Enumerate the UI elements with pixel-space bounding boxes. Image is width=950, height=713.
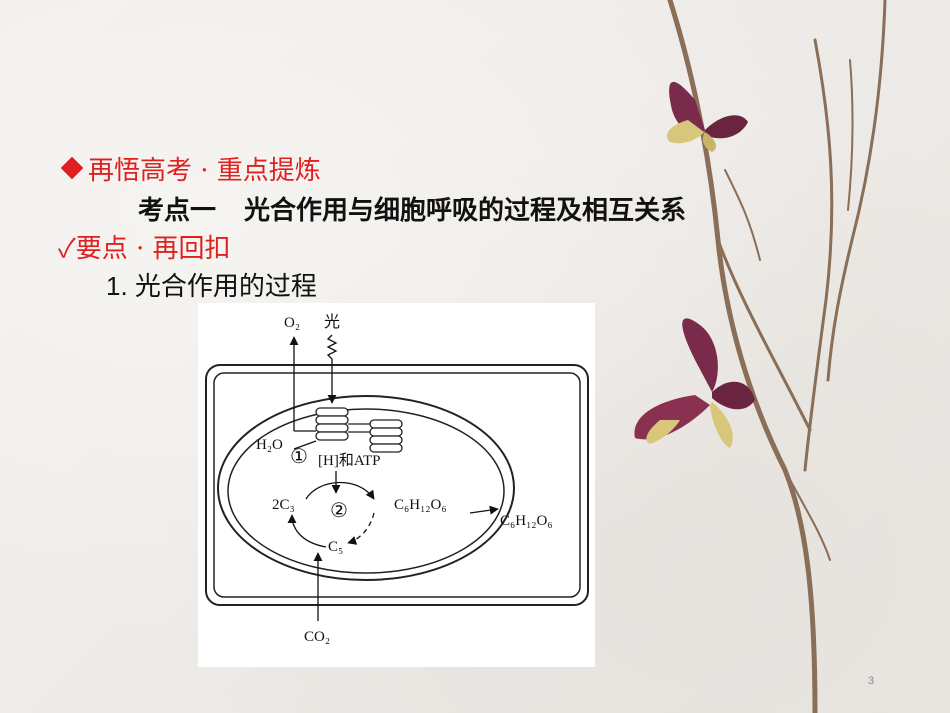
topic-heading: 考点一光合作用与细胞呼吸的过程及相互关系 <box>138 190 686 227</box>
topic-title: 光合作用与细胞呼吸的过程及相互关系 <box>244 196 687 226</box>
label-co2: CO₂ <box>304 629 330 645</box>
butterfly-bottom-icon <box>634 318 755 448</box>
label-c5: C₅ <box>328 539 343 555</box>
light-zigzag-icon <box>326 334 338 404</box>
topic-label: 考点一 <box>138 196 217 226</box>
calvin-cycle-arc-right <box>347 512 375 545</box>
section-heading-review: 再悟高考 · 重点提炼 <box>58 150 321 187</box>
calvin-cycle-arc-left <box>287 514 327 548</box>
label-step-2: ② <box>330 500 348 522</box>
thylakoid-stack-left <box>315 407 349 441</box>
label-2c3: 2C₃ <box>272 497 295 513</box>
page-number: 3 <box>868 675 875 687</box>
subheading-photosynthesis: 1. 光合作用的过程 <box>106 271 317 301</box>
photosynthesis-diagram: O₂ 光 H₂O ① [H]和ATP 2C₃ ② C₆H₁₂O₆ C₅ C₆H₁… <box>198 303 595 667</box>
cell-wall-inner <box>213 372 581 598</box>
label-h-atp: [H]和ATP <box>318 452 381 469</box>
diamond-bullet-icon <box>60 156 84 180</box>
branch-butterfly-decoration <box>634 0 887 713</box>
label-glucose-inner: C₆H₁₂O₆ <box>394 497 447 513</box>
label-glucose-outer: C₆H₁₂O₆ <box>500 513 553 529</box>
points-heading: ✓要点 · 再回扣 <box>58 234 231 264</box>
label-light: 光 <box>324 313 340 331</box>
review-heading-text: 再悟高考 · 重点提炼 <box>88 156 321 186</box>
arrow-glucose-out <box>469 505 499 515</box>
label-h2o: H₂O <box>256 437 283 453</box>
chloroplast-inner <box>227 408 505 574</box>
thylakoid-stack-right <box>369 419 403 453</box>
butterfly-top-icon <box>666 81 748 152</box>
label-o2: O₂ <box>284 315 300 331</box>
label-step-1: ① <box>290 446 308 468</box>
cell-wall-outer <box>205 364 589 606</box>
chloroplast-outer <box>217 395 515 581</box>
calvin-cycle-arc-top <box>305 481 375 500</box>
